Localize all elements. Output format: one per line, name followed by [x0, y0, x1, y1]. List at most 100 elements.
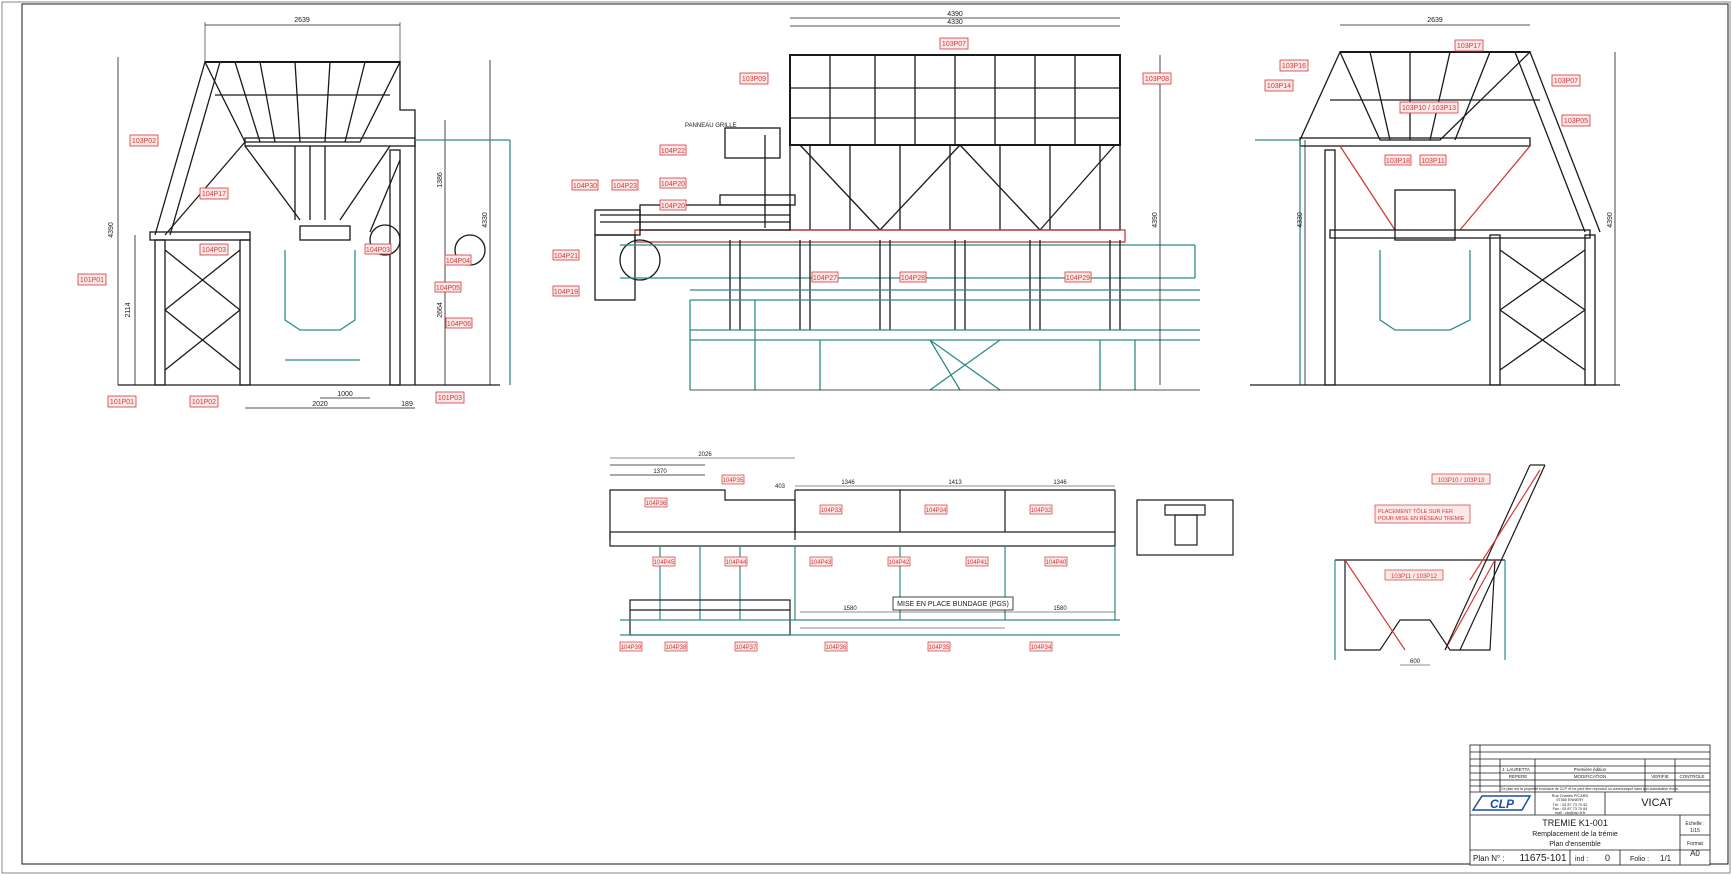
part-label: 104P21 — [554, 253, 578, 260]
dim-text: 1580 — [1053, 606, 1067, 612]
detail-section-view — [1334, 464, 1546, 666]
detail-note-line2: POUR MISE EN RÉSEAU TRÉMIE — [1378, 515, 1465, 522]
dim-text: 4390 — [947, 11, 963, 18]
part-label: 104P39 — [621, 645, 642, 651]
lower-part-labels: 104P35 104P36 104P33 104P34 104P32 104P4… — [619, 474, 1068, 652]
rev-col-modification: MODIFICATION — [1574, 774, 1606, 779]
ind-label: ind : — [1575, 856, 1588, 863]
project-title: TREMIE K1-001 — [1542, 818, 1608, 828]
part-label: 104P06 — [447, 321, 471, 328]
dim-text: 403 — [775, 484, 786, 490]
part-label: 104P22 — [661, 148, 685, 155]
part-label: 103P07 — [942, 41, 966, 48]
rev-col-verifie: VERIFIE — [1651, 774, 1669, 779]
part-label: 103P11 — [1421, 158, 1445, 165]
drawing-frame — [21, 3, 1729, 865]
plan-value: 11675-101 — [1519, 853, 1567, 864]
right-part-labels: 103P16 103P14 103P17 103P07 103P10 / 103… — [1264, 39, 1591, 166]
dim-text: 4390 — [108, 222, 115, 238]
dim-text: 2020 — [312, 401, 328, 408]
dim-text: 1580 — [843, 606, 857, 612]
project-desc: Plan d'ensemble — [1549, 841, 1601, 848]
part-label: 104P37 — [736, 645, 757, 651]
part-label: 103P08 — [1145, 76, 1169, 83]
right-dimension-texts: 2639 4330 4390 — [1297, 17, 1614, 228]
format-value: A0 — [1690, 849, 1700, 858]
folio-value: 1/1 — [1660, 854, 1672, 863]
company-mail: mail : clp@clp-ft.fr — [1555, 811, 1586, 815]
company-fax: Fax : 03 87 73 70 84 — [1553, 807, 1588, 811]
part-label: 103P07 — [1554, 78, 1578, 85]
detail-texts: 103P10 / 103P13 103P11 / 103P12 PLACEMEN… — [1374, 473, 1491, 665]
dim-text: 4390 — [1607, 212, 1614, 228]
part-label: 104P41 — [967, 560, 988, 566]
part-label: 104P17 — [202, 191, 226, 198]
part-label: 104P20 — [661, 203, 685, 210]
company-address-2: 57365 ENNERY — [1556, 798, 1584, 802]
part-label: 103P10 / 103P13 — [1402, 105, 1456, 112]
part-label: 101P03 — [438, 395, 462, 402]
dim-text: 4330 — [947, 19, 963, 26]
part-label: 104P33 — [821, 508, 842, 514]
part-label: 104P30 — [573, 183, 597, 190]
dim-text: 2114 — [125, 302, 132, 317]
part-label: 101P01 — [80, 277, 104, 284]
left-hopper-top — [203, 61, 402, 143]
format-label: Format — [1687, 841, 1703, 847]
ind-value: 0 — [1605, 853, 1610, 863]
rev-col-repere: REPERE — [1509, 774, 1528, 779]
dim-text: 1370 — [653, 469, 667, 475]
title-block-texts: J. LAURETTA Première édition REPERE MODI… — [1473, 767, 1705, 864]
part-label: 101P01 — [110, 399, 134, 406]
left-dimension-texts: 2639 4390 2114 4330 1386 2664 1000 2020 … — [108, 17, 489, 408]
part-label: 103P09 — [742, 76, 766, 83]
lower-note-text: MISE EN PLACE BUNDAGE (PGS) — [897, 601, 1009, 608]
part-label: 104P34 — [926, 508, 947, 514]
client-name: VICAT — [1641, 797, 1673, 809]
dim-text: 189 — [401, 401, 413, 408]
part-label: 104P35 — [929, 645, 950, 651]
part-label: 104P04 — [446, 258, 470, 265]
part-label: 104P40 — [1046, 560, 1067, 566]
company-logo: CLP — [1490, 797, 1515, 811]
dim-text: 4330 — [1297, 212, 1304, 228]
dim-text: 600 — [1410, 659, 1421, 665]
plan-label: Plan N° : — [1473, 854, 1505, 863]
part-label: 104P29 — [1066, 275, 1090, 282]
center-dimension-texts: 4390 4330 4390 PANNEAU GRILLE — [685, 11, 1159, 228]
part-label: 104P05 — [436, 285, 460, 292]
part-label: 104P19 — [554, 289, 578, 296]
part-label: 104P23 — [613, 183, 637, 190]
part-label: 104P34 — [1031, 645, 1052, 651]
dim-text: 1000 — [337, 391, 353, 398]
scale-label: Echelle : — [1685, 821, 1704, 827]
center-part-labels: 103P07 103P09 103P08 104P22 104P30 104P2… — [552, 37, 1172, 297]
company-address-1: Rue Charles PICARD — [1552, 794, 1589, 798]
rev-row-first: Première édition — [1574, 767, 1607, 772]
part-label: 104P32 — [1031, 508, 1052, 514]
dim-text: 1346 — [841, 480, 855, 486]
part-label: 104P27 — [813, 275, 837, 282]
part-label: 104P36 — [646, 501, 667, 507]
dim-text: 1386 — [437, 172, 444, 188]
part-label: 104P28 — [901, 275, 925, 282]
detail-note-line1: PLACEMENT TÔLE SUR FER — [1378, 508, 1453, 515]
lower-note: MISE EN PLACE BUNDAGE (PGS) — [892, 596, 1014, 611]
dim-text: 1346 — [1053, 480, 1067, 486]
part-label: 104P03 — [366, 247, 390, 254]
part-label: 103P18 — [1386, 158, 1410, 165]
right-elevation-view — [1250, 24, 1620, 386]
dim-text: 2026 — [698, 452, 712, 458]
part-label: 104P38 — [666, 645, 687, 651]
center-elevation-view — [594, 17, 1200, 391]
part-label: 104P03 — [202, 247, 226, 254]
part-label: 103P16 — [1282, 63, 1306, 70]
part-label: 104P43 — [811, 560, 832, 566]
folio-label: Folio : — [1630, 856, 1649, 863]
dim-text: 2639 — [1427, 17, 1443, 24]
center-note: PANNEAU GRILLE — [685, 123, 737, 129]
part-label: 104P42 — [889, 560, 910, 566]
part-label: 103P11 / 103P12 — [1391, 574, 1438, 580]
